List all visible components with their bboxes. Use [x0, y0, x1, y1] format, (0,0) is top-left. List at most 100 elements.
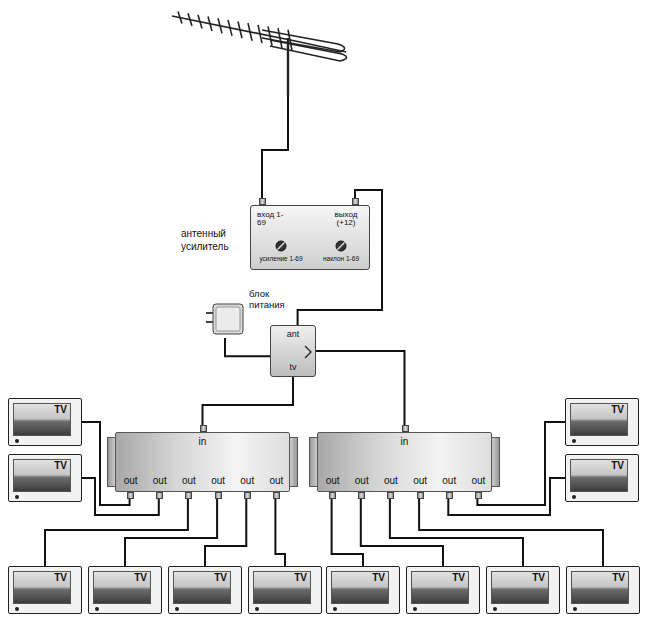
tv-set: TV	[565, 398, 639, 446]
adjust-screw	[335, 240, 347, 252]
port-label: out	[326, 476, 340, 487]
antenna-boom	[300, 42, 346, 52]
coax-cable	[205, 492, 246, 566]
tv-led	[573, 607, 577, 611]
gain-label: усиление 1-69	[259, 256, 302, 263]
antenna-director	[278, 28, 282, 48]
tv-led	[15, 439, 19, 443]
tv-set: TV	[8, 566, 82, 614]
antenna-director	[188, 13, 192, 26]
splitter-box: inoutoutoutoutoutout	[115, 432, 290, 492]
tv-set: TV	[8, 454, 82, 502]
tv-led	[255, 607, 259, 611]
tv-led	[95, 607, 99, 611]
antenna-cable	[262, 96, 288, 198]
port-label: out	[153, 476, 167, 487]
tv-label: TV	[612, 573, 625, 584]
tv-led	[15, 607, 19, 611]
tv-set: TV	[566, 566, 640, 614]
input-port	[259, 198, 266, 205]
splitter-box: inoutoutoutoutoutout	[317, 432, 492, 492]
coax-cable	[275, 492, 285, 566]
output-port	[273, 492, 280, 499]
coax-cable	[125, 492, 217, 566]
antenna	[172, 12, 347, 96]
tv-label: TV	[611, 461, 624, 472]
port-label: out	[211, 476, 225, 487]
port-label: out	[182, 476, 196, 487]
antenna-director	[288, 30, 292, 51]
antenna-director	[178, 12, 182, 24]
tv-led	[333, 607, 337, 611]
antenna-director	[238, 22, 242, 39]
port-label: out	[124, 476, 138, 487]
tv-led	[572, 439, 576, 443]
tv-set: TV	[248, 566, 322, 614]
antenna-director	[218, 18, 222, 33]
antenna-director	[228, 20, 232, 36]
input-label: вход 1-69	[257, 211, 289, 228]
coax-cable	[45, 492, 188, 566]
antenna-director	[248, 23, 252, 41]
output-label: выход (+12)	[327, 211, 365, 228]
power-injector: ant tv	[270, 325, 316, 377]
mounting-flange	[309, 437, 318, 487]
tv-led	[15, 495, 19, 499]
tv-label: TV	[54, 573, 67, 584]
port-label: out	[471, 476, 485, 487]
power-supply: блок питания	[205, 300, 245, 338]
tv-led	[493, 607, 497, 611]
output-port	[475, 492, 482, 499]
screw-symbol	[335, 240, 347, 252]
tv-label: TV	[452, 573, 465, 584]
tv-label: TV	[54, 461, 67, 472]
port-label: out	[240, 476, 254, 487]
port-label: out	[413, 476, 427, 487]
tv-label: TV	[134, 573, 147, 584]
input-port	[200, 425, 207, 432]
output-port	[185, 492, 192, 499]
tv-label: TV	[294, 573, 307, 584]
tv-set: TV	[406, 566, 480, 614]
antenna-director	[268, 26, 272, 45]
output-port	[417, 492, 424, 499]
output-port	[127, 492, 134, 499]
port-label: tv	[289, 363, 296, 372]
mounting-flange	[107, 437, 116, 487]
output-port	[358, 492, 365, 499]
antenna-director	[258, 25, 262, 43]
tv-led	[413, 607, 417, 611]
mounting-flange	[289, 437, 298, 487]
antenna-director	[208, 17, 212, 31]
tv-set: TV	[486, 566, 560, 614]
tv-label: TV	[532, 573, 545, 584]
output-port	[156, 492, 163, 499]
output-port	[215, 492, 222, 499]
port-label: out	[269, 476, 283, 487]
antenna-amplifier: антенный усилительвход 1-69выход (+12)ус…	[250, 205, 370, 270]
device-heading: блок питания	[249, 288, 295, 311]
tv-label: TV	[214, 573, 227, 584]
output-port	[352, 198, 359, 205]
coax-cable	[225, 338, 270, 356]
antenna-mast	[287, 38, 289, 96]
port-label: ant	[287, 330, 300, 339]
tv-set: TV	[88, 566, 162, 614]
coax-cable	[419, 492, 603, 566]
tv-led	[572, 495, 576, 499]
tv-label: TV	[54, 405, 67, 416]
output-port	[329, 492, 336, 499]
tilt-label: наклон 1-69	[323, 256, 359, 263]
tv-set: TV	[326, 566, 400, 614]
adjust-screw	[275, 240, 287, 252]
tv-set: TV	[565, 454, 639, 502]
tv-set: TV	[168, 566, 242, 614]
mounting-flange	[491, 437, 500, 487]
port-label: in	[401, 437, 409, 448]
device-heading: антенный усилитель	[181, 228, 245, 253]
power-adapter	[205, 300, 245, 338]
tv-label: TV	[611, 405, 624, 416]
port-label: out	[442, 476, 456, 487]
